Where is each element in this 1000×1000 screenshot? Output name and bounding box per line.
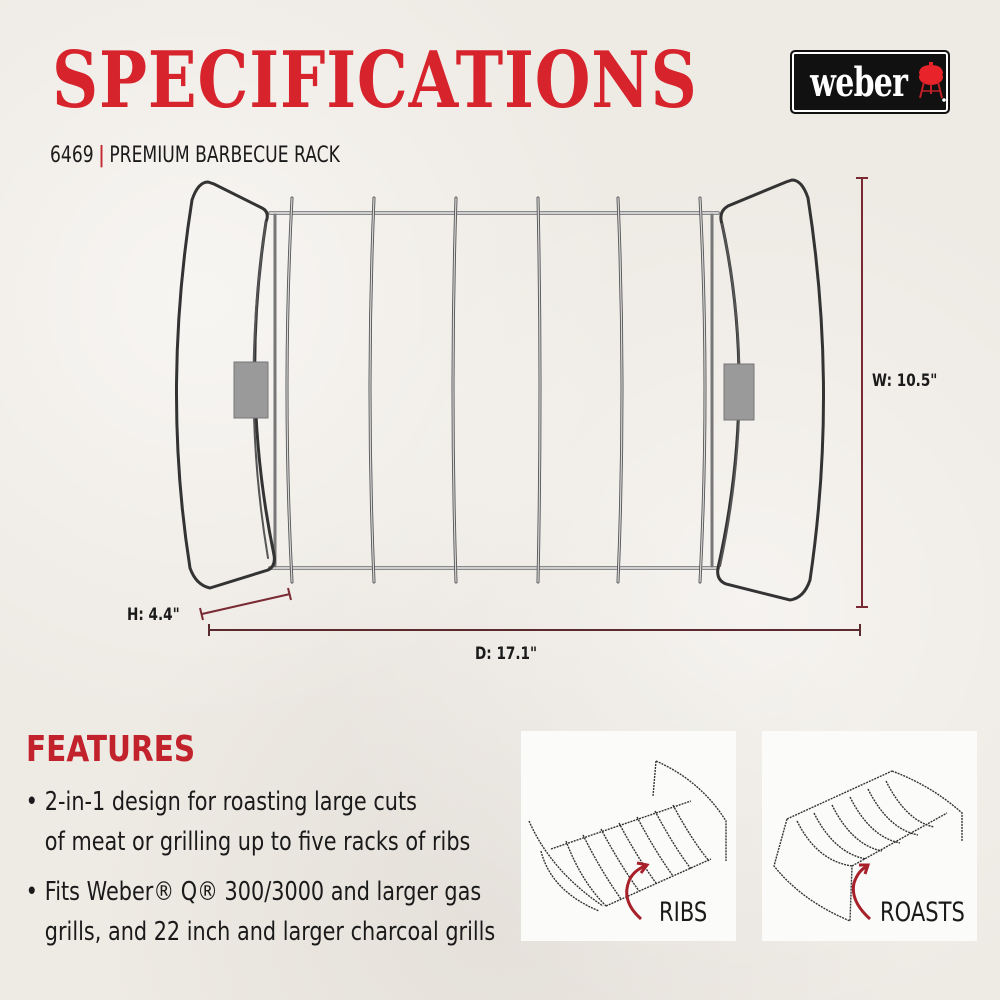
logo-wordmark: weber — [810, 58, 908, 106]
model-number: 6469 — [50, 143, 94, 168]
roasts-rack-sketch — [773, 770, 963, 923]
feature-line: Fits Weber® Q® 300/3000 and larger gas — [44, 877, 482, 907]
curved-arrow-icon — [625, 864, 646, 921]
feature-line: 2-in-1 design for roasting large cuts — [44, 787, 417, 817]
bullet-icon: • — [25, 787, 38, 817]
features-list: • 2-in-1 design for roasting large cuts … — [24, 782, 504, 962]
product-subtitle: 6469|PREMIUM BARBECUE RACK — [50, 145, 340, 167]
subtitle-separator: | — [98, 143, 105, 168]
feature-item: • 2-in-1 design for roasting large cuts … — [24, 782, 504, 862]
height-dimension-label: H: 4.4" — [127, 605, 180, 625]
height-dimension-line — [199, 587, 292, 621]
feature-line: of meat or grilling up to five racks of … — [44, 827, 471, 857]
depth-dimension-line — [208, 624, 861, 636]
bullet-icon: • — [25, 877, 38, 907]
ribs-usage-panel: RIBS — [521, 731, 736, 941]
weber-logo: weber — [790, 50, 950, 114]
ribs-label: RIBS — [659, 897, 708, 928]
curved-arrow-icon — [851, 865, 872, 921]
depth-dimension-label: D: 17.1" — [475, 644, 538, 664]
page-title: SPECIFICATIONS — [52, 35, 698, 126]
ribs-rack-sketch — [528, 760, 727, 921]
roasts-usage-panel: ROASTS — [762, 731, 977, 941]
feature-item: • Fits Weber® Q® 300/3000 and larger gas… — [24, 872, 504, 952]
features-heading: FEATURES — [26, 729, 196, 770]
width-dimension-label: W: 10.5" — [872, 371, 938, 391]
feature-line: grills, and 22 inch and larger charcoal … — [44, 917, 496, 947]
kettle-grill-icon — [918, 62, 946, 102]
width-dimension-line — [856, 177, 868, 608]
roasts-label: ROASTS — [880, 897, 965, 928]
product-name: PREMIUM BARBECUE RACK — [109, 143, 340, 168]
